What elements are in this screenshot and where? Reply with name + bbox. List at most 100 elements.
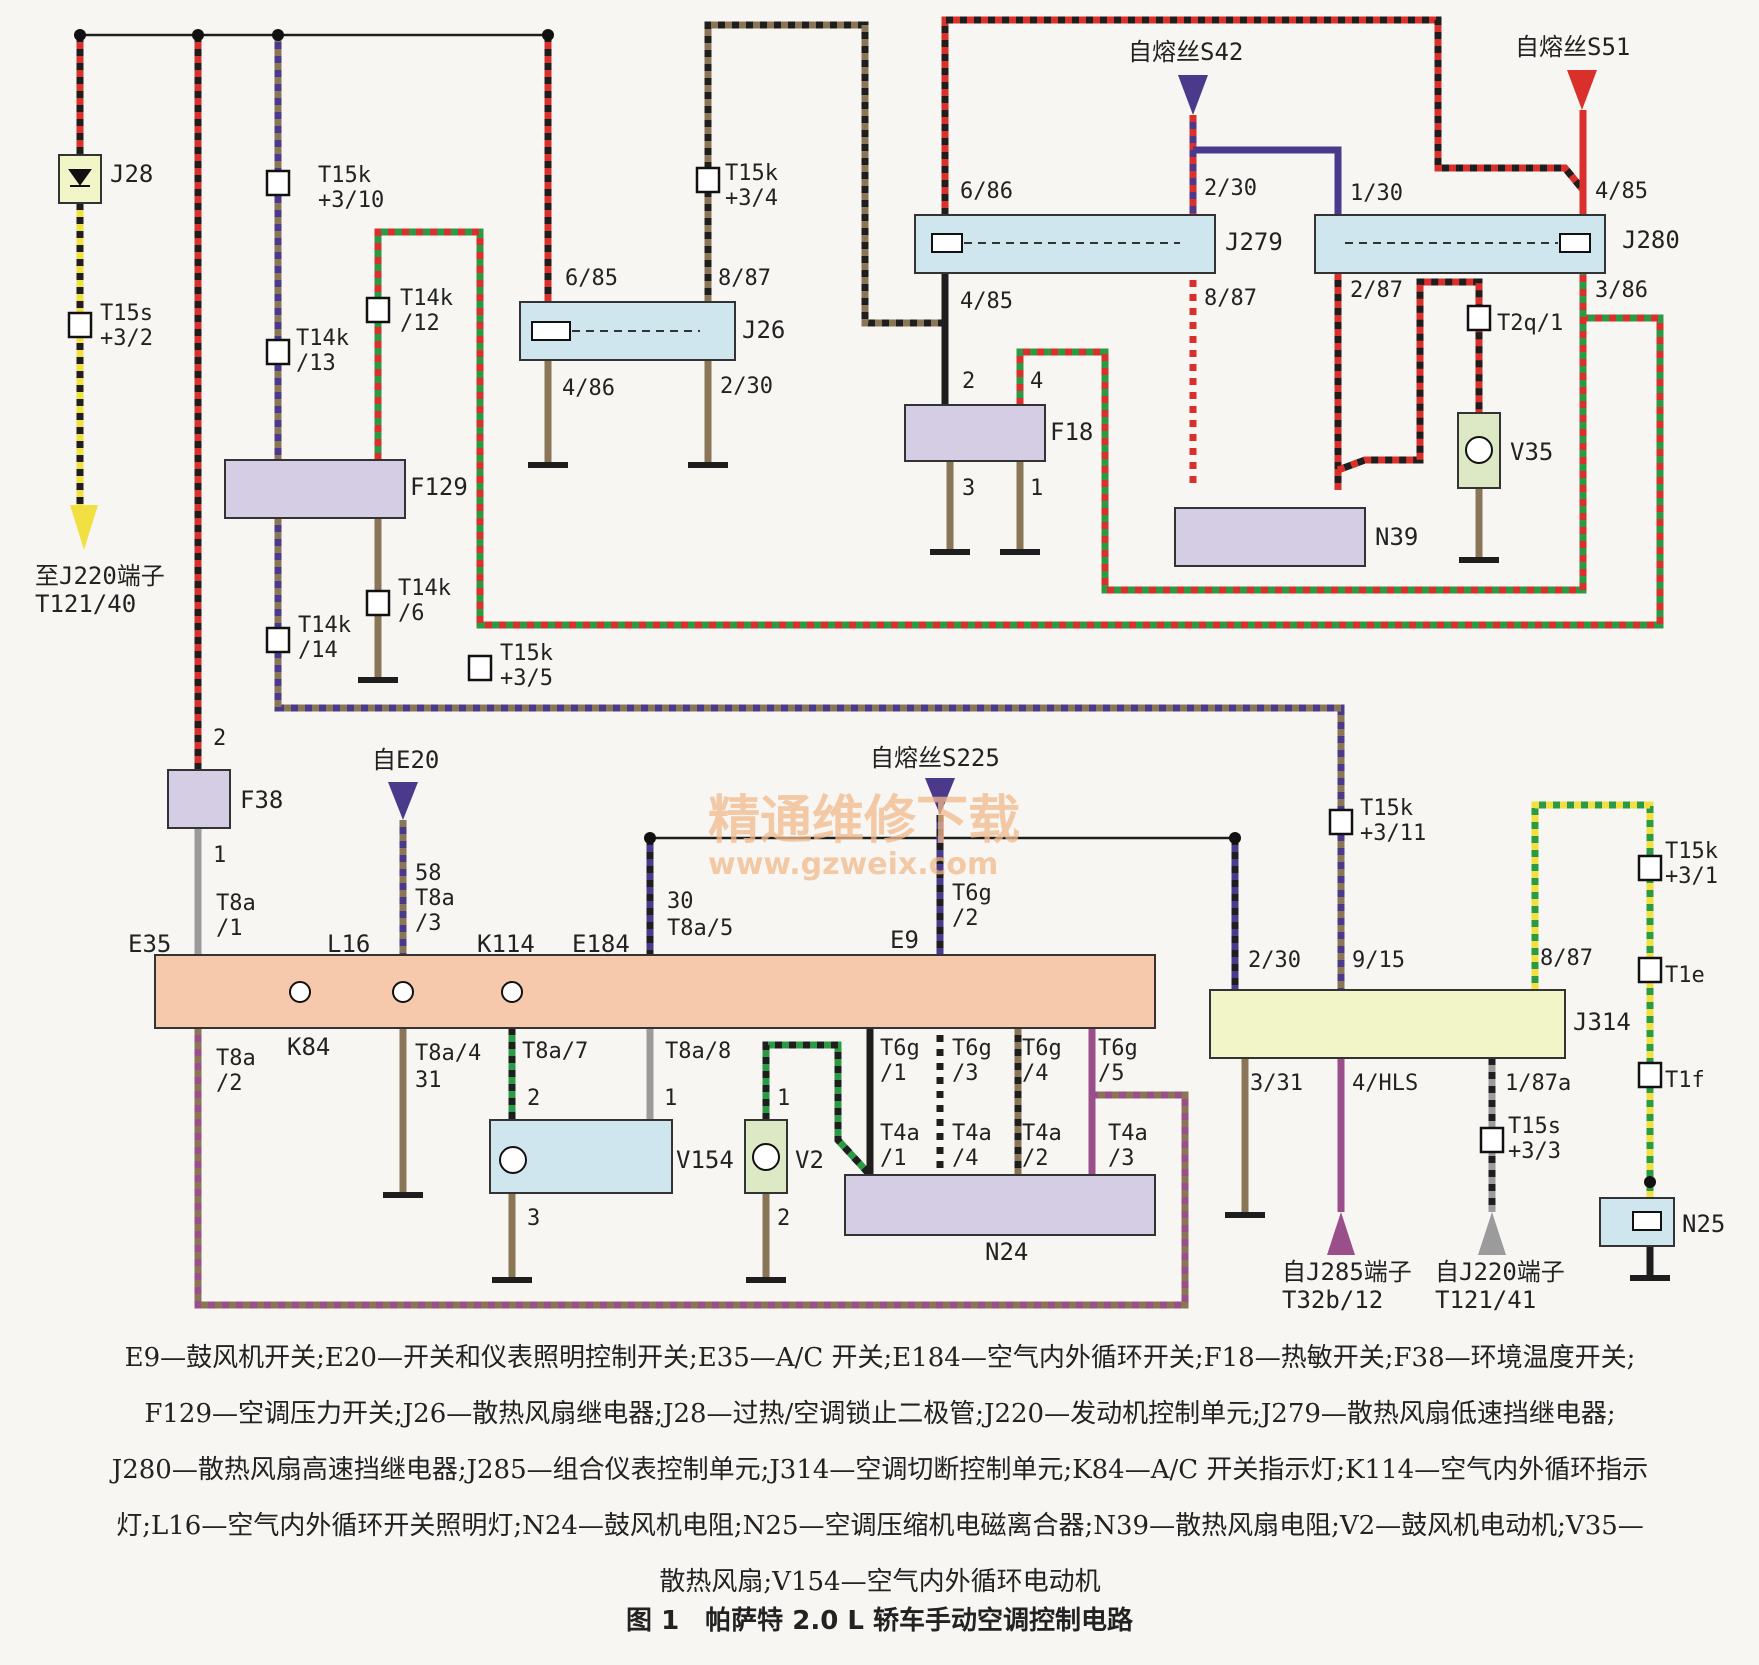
n24-box	[844, 1174, 1156, 1236]
n39-box	[1174, 507, 1366, 567]
pin-j314-3-31: 3/31	[1250, 1071, 1303, 1096]
label-j314: J314	[1573, 1008, 1631, 1036]
label-t15s-b2: +3/3	[1508, 1139, 1561, 1164]
pin-t4a-1: T4a	[880, 1121, 920, 1146]
pin-v154-1: 1	[664, 1086, 677, 1111]
connector-plug-icon	[695, 166, 721, 194]
label-t14k-c2: /14	[298, 638, 338, 663]
wire-f129-out	[274, 518, 1345, 990]
pin-j314-4-hls: 4/HLS	[1352, 1071, 1418, 1096]
pin-j280-1-30: 1/30	[1350, 181, 1403, 206]
arrow-s42-icon	[1178, 75, 1208, 115]
label-t15k-e2: +3/1	[1665, 864, 1718, 889]
pin-j314-2-30: 2/30	[1248, 948, 1301, 973]
component-boxes	[58, 154, 1675, 1247]
label-f129: F129	[410, 473, 468, 501]
arrow-s225-icon	[925, 778, 955, 815]
pin-j314-1-87a: 1/87a	[1505, 1071, 1571, 1096]
l16-lamp-icon	[392, 981, 414, 1003]
pin-t6g-1b: /1	[880, 1061, 907, 1086]
pin-f38-2: 2	[213, 726, 226, 751]
label-v35: V35	[1510, 438, 1553, 466]
pin-j279-4-85: 4/85	[960, 289, 1013, 314]
j314-box	[1209, 989, 1566, 1059]
label-t14k-b: T14k	[296, 326, 349, 351]
label-k114: K114	[477, 930, 535, 958]
label-t15k-c: T15k	[725, 161, 778, 186]
pin-t6g-1: T6g	[880, 1036, 920, 1061]
label-t2q: T2q/1	[1497, 311, 1563, 336]
pin-j280-4-85: 4/85	[1595, 179, 1648, 204]
pin-t6g-4b: /4	[1022, 1061, 1049, 1086]
wire-j280-v35-stripe	[1336, 278, 1483, 474]
legend-line: 散热风扇;V154—空气内外循环电动机	[659, 1567, 1101, 1597]
label-t14k-a2: /12	[400, 311, 440, 336]
pin-v2-2: 2	[777, 1206, 790, 1231]
j26-coil-icon	[531, 321, 571, 341]
pin-t8a-5: T8a/5	[667, 916, 733, 941]
wire-f18-loop-stripe	[1016, 273, 1587, 594]
pin-t6g-2: T6g	[952, 881, 992, 906]
pin-t8a-8: T8a/8	[665, 1039, 731, 1064]
v35-motor-icon	[1465, 436, 1493, 464]
pin-v2-1: 1	[777, 1086, 790, 1111]
junction-nodes	[74, 29, 1656, 1188]
wire-f129-t14k-stripe	[374, 228, 1664, 629]
source-labels: 自熔丝S42 自熔丝S51 自E20 自熔丝S225 至J220端子 T121/…	[35, 33, 1630, 1314]
label-v154: V154	[676, 1146, 734, 1174]
arrow-s51-icon	[1567, 70, 1597, 110]
component-labels: J28 J26 F129 J279 J280 F18 V35 N39 F38 E…	[110, 160, 1725, 1266]
pin-t8a-2: T8a	[216, 1046, 256, 1071]
pin-58: 58	[415, 861, 442, 886]
connector-plug-icon	[1637, 854, 1663, 882]
pin-t4a-2: T4a	[1022, 1121, 1062, 1146]
connector-plug-icon	[1637, 956, 1663, 984]
pin-f18-3: 3	[962, 476, 975, 501]
f18-box	[904, 404, 1046, 462]
label-f18: F18	[1050, 418, 1093, 446]
junction-node	[644, 832, 656, 844]
pin-t6g-3: T6g	[952, 1036, 992, 1061]
label-f38: F38	[240, 786, 283, 814]
pin-f18-2: 2	[962, 369, 975, 394]
source-arrows	[70, 70, 1597, 1255]
pin-t4a-4: T4a	[952, 1121, 992, 1146]
label-e184: E184	[572, 930, 630, 958]
pin-labels: 6/85 8/87 4/86 2/30 6/86 2/30 4/85 8/87 …	[213, 176, 1648, 1231]
junction-node	[74, 29, 86, 41]
connector-plug-icon	[1479, 1126, 1505, 1154]
pin-f38-1: 1	[213, 843, 226, 868]
label-t14k-d2: /6	[398, 601, 425, 626]
pin-f18-1: 1	[1030, 476, 1043, 501]
label-from-j220-a: 自J220端子	[1435, 1258, 1565, 1286]
label-from-s225: 自熔丝S225	[870, 744, 1000, 772]
connector-plug-icon	[1466, 304, 1492, 332]
label-t15k-e: T15k	[1665, 839, 1718, 864]
pin-j26-8-87: 8/87	[718, 266, 771, 291]
label-e9: E9	[890, 926, 919, 954]
ground-symbols	[358, 462, 1670, 1283]
label-to-j220-a: 至J220端子	[35, 562, 165, 590]
label-t15k-a: T15k	[318, 163, 371, 188]
wire-j26-87-stripe	[704, 21, 949, 327]
wire-j279-feed	[941, 16, 1587, 215]
label-t15k-d2: +3/11	[1360, 821, 1426, 846]
f129-box	[224, 459, 406, 519]
label-n39: N39	[1375, 523, 1418, 551]
label-t15k-a2: +3/10	[318, 188, 384, 213]
label-t15k-b2: +3/5	[500, 666, 553, 691]
label-e35: E35	[128, 930, 171, 958]
v154-motor-icon	[499, 1146, 527, 1174]
connector-plug-icon	[265, 338, 291, 366]
pin-j280-3-86: 3/86	[1595, 278, 1648, 303]
label-n25: N25	[1682, 1210, 1725, 1238]
junction-node	[192, 29, 204, 41]
label-t15k-b: T15k	[500, 641, 553, 666]
pin-j26-2-30: 2/30	[720, 374, 773, 399]
label-from-j285-a: 自J285端子	[1282, 1258, 1412, 1286]
connector-plug-icon	[467, 654, 493, 682]
pin-t4a-2b: /2	[1022, 1146, 1049, 1171]
label-from-s42: 自熔丝S42	[1128, 38, 1243, 66]
label-j280: J280	[1622, 226, 1680, 254]
watermark-title: 精通维修下载	[708, 791, 1020, 851]
